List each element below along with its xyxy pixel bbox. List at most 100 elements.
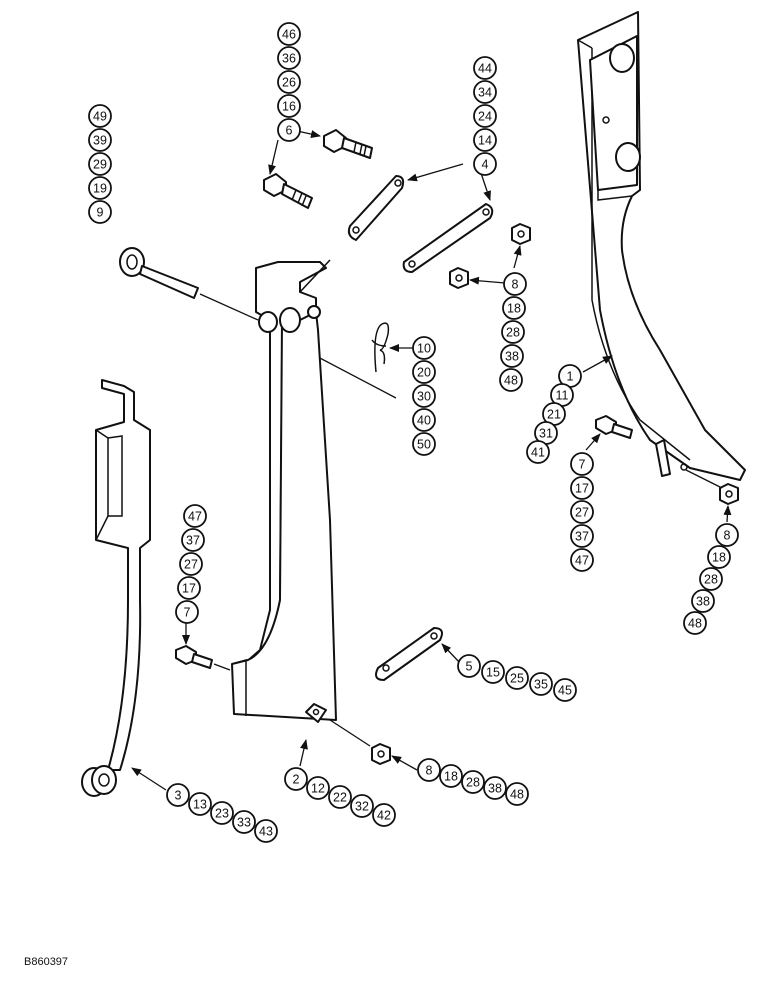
callout-bubble: 2 — [284, 767, 308, 791]
callout-bubble: 4 — [473, 152, 497, 176]
callout-bubble: 10 — [412, 336, 436, 360]
callout-bubble: 11 — [550, 383, 574, 407]
callout-bubble: 8 — [503, 272, 527, 296]
callout-number: 11 — [556, 389, 569, 403]
arm-part — [81, 379, 151, 797]
callout-number: 18 — [712, 551, 726, 565]
callout-bubble: 38 — [483, 776, 507, 800]
nut-right — [685, 469, 739, 505]
callout-bubble: 6 — [277, 118, 301, 142]
shank-part — [577, 11, 746, 481]
callout-bubble: 20 — [412, 360, 436, 384]
callout-number: 28 — [704, 573, 718, 587]
callout-bubble: 28 — [461, 770, 485, 794]
callout-number: 34 — [478, 86, 492, 100]
callout-number: 48 — [510, 788, 524, 802]
callout-number: 27 — [184, 558, 198, 572]
callout-bubble: 27 — [570, 500, 594, 524]
callout-bubble: 33 — [232, 810, 256, 834]
callout-number: 47 — [575, 554, 589, 568]
callout-number: 38 — [696, 595, 710, 609]
callout-bubble: 26 — [277, 70, 301, 94]
callout-bubble: 42 — [372, 803, 396, 827]
callout-number: 44 — [478, 62, 492, 76]
callout-number: 46 — [282, 28, 296, 42]
callout-bubble: 49 — [88, 104, 112, 128]
callout-bubble: 46 — [277, 22, 301, 46]
callout-number: 28 — [466, 776, 480, 790]
callout-number: 19 — [93, 182, 107, 196]
callout-group-bolt-6: 46 36 26 16 6 — [277, 22, 301, 142]
callout-bubble: 19 — [88, 176, 112, 200]
callout-group-clip-10: 10 20 30 40 50 — [412, 336, 436, 456]
callout-number: 23 — [215, 807, 229, 821]
callout-bubble: 50 — [412, 432, 436, 456]
callout-number: 24 — [478, 110, 492, 124]
callout-number: 8 — [724, 529, 731, 543]
bolt-right-part — [595, 415, 633, 439]
callout-number: 1 — [567, 370, 574, 384]
callout-number: 45 — [558, 684, 572, 698]
leader-lines — [131, 130, 732, 791]
callout-bubble: 28 — [501, 320, 525, 344]
nut-bottom — [329, 719, 391, 765]
bolt-left-part — [175, 645, 231, 671]
callout-number: 12 — [311, 782, 325, 796]
callout-number: 29 — [93, 158, 107, 172]
callout-number: 32 — [355, 800, 369, 814]
callout-bubble: 7 — [570, 452, 594, 476]
callout-bubble: 37 — [570, 524, 594, 548]
callout-bubble: 14 — [473, 128, 497, 152]
callout-bubble: 28 — [699, 567, 723, 591]
callout-bubble: 18 — [439, 764, 463, 788]
callout-number: 26 — [282, 76, 296, 90]
callout-number: 17 — [575, 482, 589, 496]
callout-number: 10 — [417, 342, 431, 356]
callout-bubble: 23 — [210, 801, 234, 825]
callout-bubble: 9 — [88, 200, 112, 224]
callout-number: 38 — [488, 782, 502, 796]
callout-number: 48 — [504, 374, 518, 388]
callout-bubbles: 4939291994636261664434241448182838481020… — [88, 22, 739, 843]
hair-clip-part — [371, 322, 390, 373]
callout-bubble: 8 — [417, 758, 441, 782]
callout-number: 3 — [175, 789, 182, 803]
callout-bubble: 29 — [88, 152, 112, 176]
callout-number: 40 — [417, 414, 431, 428]
callout-number: 20 — [417, 366, 431, 380]
callout-bubble: 24 — [473, 104, 497, 128]
callout-number: 33 — [237, 816, 251, 830]
callout-bubble: 38 — [500, 344, 524, 368]
nut-top-right — [511, 223, 531, 245]
bolt-lower-part — [263, 173, 313, 209]
callout-bubble: 22 — [328, 785, 352, 809]
callout-bubble: 32 — [350, 794, 374, 818]
callout-bubble: 38 — [691, 589, 715, 613]
callout-number: 27 — [575, 506, 589, 520]
callout-number: 9 — [97, 206, 104, 220]
callout-bubble: 36 — [277, 46, 301, 70]
callout-group-bolt-7-right: 7 17 27 37 47 — [570, 452, 594, 572]
callout-number: 30 — [417, 390, 431, 404]
callout-bubble: 18 — [707, 545, 731, 569]
callout-bubble: 48 — [683, 611, 707, 635]
callout-number: 37 — [575, 530, 589, 544]
callout-bubble: 34 — [473, 80, 497, 104]
callout-number: 42 — [377, 809, 391, 823]
callout-number: 14 — [478, 134, 492, 148]
standard-plate-part — [231, 259, 337, 723]
callout-number: 7 — [579, 458, 586, 472]
callout-number: 16 — [282, 100, 296, 114]
callout-number: 7 — [184, 606, 191, 620]
callout-bubble: 3 — [166, 783, 190, 807]
callout-bubble: 17 — [177, 576, 201, 600]
callout-number: 18 — [507, 302, 521, 316]
callout-bubble: 41 — [526, 440, 550, 464]
callout-bubble: 40 — [412, 408, 436, 432]
callout-bubble: 16 — [277, 94, 301, 118]
link-lower-part — [402, 203, 494, 273]
callout-number: 15 — [486, 666, 500, 680]
callout-number: 5 — [466, 660, 473, 674]
